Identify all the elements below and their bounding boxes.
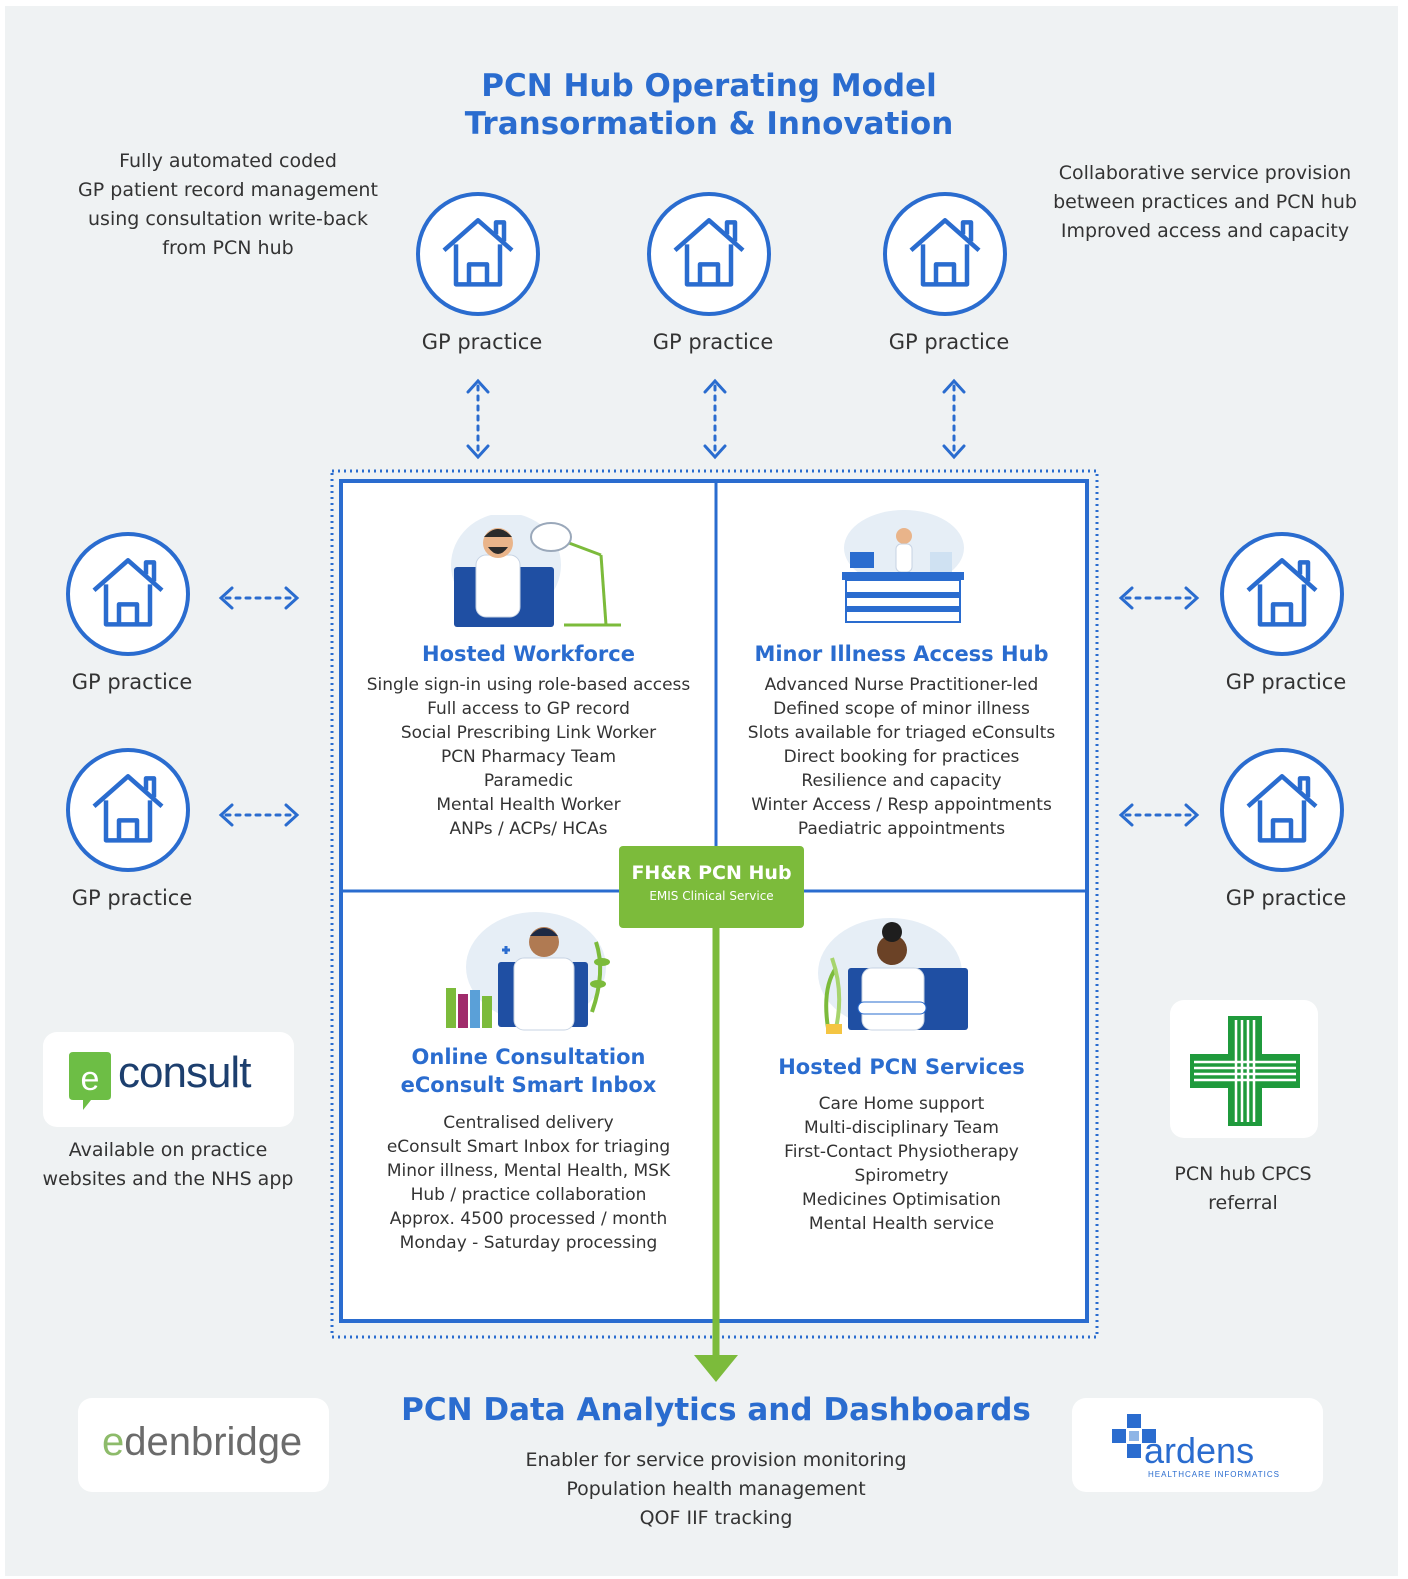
list-item: eConsult Smart Inbox for triaging [386,1137,671,1157]
pharmacy-logo-card [1170,1000,1318,1138]
gp-practice-house-icon [1220,748,1344,872]
gp-practice-label: GP practice [888,330,1010,354]
list-item: Centralised delivery [443,1113,614,1133]
online-consultation-title: Online Consultation eConsult Smart Inbox [400,1045,657,1097]
gp-practice-house-icon [883,192,1007,316]
list-item: Paediatric appointments [797,819,1006,839]
hosted-pcn-services-list: Care Home support Multi-disciplinary Tea… [716,1092,1087,1236]
econsult-speech-bubble-icon: e [69,1052,111,1110]
hosted-pcn-services-title: Hosted PCN Services [778,1055,1025,1079]
title-line-2: Transormation & Innovation [464,106,954,142]
list-item: Approx. 4500 processed / month [389,1209,668,1229]
econsult-caption: Available on practice websites and the N… [42,1139,294,1190]
pharmacy-cross-icon [1190,1016,1300,1126]
econsult-logo-text: consult [118,1048,251,1097]
list-item: Care Home support [818,1094,985,1114]
list-item: Single sign-in using role-based access [366,675,691,695]
ardens-logo-card: ardens HEALTHCARE INFORMATICS [1072,1398,1323,1492]
minor-illness-title: Minor Illness Access Hub [754,642,1049,666]
gp-practice-label: GP practice [71,670,193,694]
ardens-plus-icon [1112,1414,1156,1458]
hub-title: FH&R PCN Hub [631,862,792,884]
clinician-illustration [446,912,610,1031]
pharmacy-caption: PCN hub CPCS referral [1174,1163,1312,1214]
list-item: Slots available for triaged eConsults [747,723,1056,743]
title-line-1: PCN Hub Operating Model [481,68,937,104]
list-item: Medicines Optimisation [802,1190,1001,1210]
list-item: Monday - Saturday processing [399,1233,658,1253]
list-item: Direct booking for practices [783,747,1020,767]
list-item: Winter Access / Resp appointments [751,795,1052,815]
list-item: Paramedic [483,771,574,791]
econsult-logo-card: e consult [43,1032,294,1127]
list-item: Mental Health Worker [436,795,621,815]
list-item: Multi-disciplinary Team [804,1118,999,1138]
analytics-list: Enabler for service provision monitoring… [0,1446,1408,1533]
list-item: Minor illness, Mental Health, MSK [386,1161,671,1181]
edenbridge-logo-card: edenbridge [78,1398,329,1492]
page-title: PCN Hub Operating Model Transormation & … [0,67,1408,143]
list-item: PCN Pharmacy Team [440,747,617,767]
doctor-illustration [451,515,621,627]
ardens-logo-text: ardens [1144,1430,1255,1471]
gp-practice-label: GP practice [1225,670,1347,694]
online-consultation-list: Centralised delivery eConsult Smart Inbo… [341,1111,716,1255]
edenbridge-logo-e: e [102,1420,125,1464]
gp-practice-label: GP practice [652,330,774,354]
hub-subtitle: EMIS Clinical Service [649,889,774,903]
edenbridge-logo: edenbridge [102,1420,302,1465]
list-item: First-Contact Physiotherapy [784,1142,1019,1162]
list-item: Resilience and capacity [801,771,1002,791]
gp-practice-house-icon [66,748,190,872]
edenbridge-logo-text: denbridge [124,1420,303,1464]
list-item: Mental Health service [808,1214,995,1234]
reception-illustration [842,510,964,623]
gp-practice-house-icon [647,192,771,316]
gp-practice-house-icon [1220,532,1344,656]
list-item: Population health management [566,1478,866,1500]
ardens-logo-subtext: HEALTHCARE INFORMATICS [1148,1470,1280,1479]
minor-illness-list: Advanced Nurse Practitioner-led Defined … [716,673,1087,841]
list-item: Hub / practice collaboration [410,1185,647,1205]
hosted-workforce-title: Hosted Workforce [422,642,635,666]
list-item: Advanced Nurse Practitioner-led [764,675,1039,695]
note-collaborative-service: Collaborative service provision between … [1053,162,1357,242]
gp-practice-house-icon [66,532,190,656]
list-item: Defined scope of minor illness [773,699,1030,719]
list-item: ANPs / ACPs/ HCAs [449,819,608,839]
note-record-management: Fully automated coded GP patient record … [78,150,378,259]
analytics-title: PCN Data Analytics and Dashboards [401,1392,1031,1428]
list-item: QOF IIF tracking [639,1507,793,1529]
econsult-logo-e: e [81,1060,100,1098]
list-item: Enabler for service provision monitoring [525,1449,907,1471]
gp-practice-house-icon [416,192,540,316]
gp-practice-label: GP practice [1225,886,1347,910]
gp-practice-label: GP practice [421,330,543,354]
gp-practice-label: GP practice [71,886,193,910]
list-item: Full access to GP record [427,699,630,719]
list-item: Social Prescribing Link Worker [400,723,657,743]
nurse-illustration [818,918,968,1034]
hosted-workforce-list: Single sign-in using role-based access F… [341,673,716,841]
list-item: Spirometry [854,1166,949,1186]
pcn-hub-badge: FH&R PCN Hub EMIS Clinical Service [619,846,804,928]
